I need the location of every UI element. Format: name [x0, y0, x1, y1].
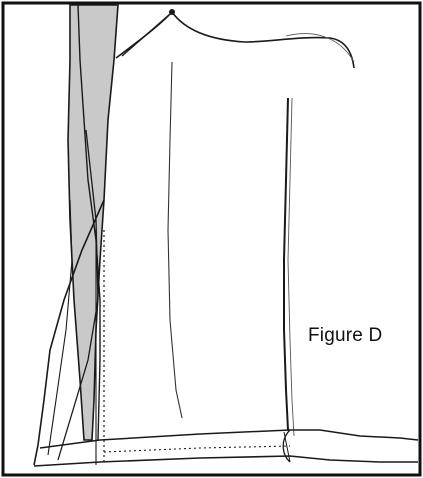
side-seam-line [284, 98, 288, 430]
pin-shaft [122, 14, 170, 56]
pin-head-icon [169, 9, 175, 15]
hem-topstitch [104, 446, 290, 452]
hem-top-fold [40, 430, 418, 448]
figure-caption: Figure D [308, 325, 382, 347]
inner-fold-left [168, 62, 182, 418]
hem-bottom-edge [34, 456, 418, 466]
side-seam-shadow [288, 98, 294, 436]
neckline-curve [116, 12, 354, 68]
hem-corner-fold [284, 432, 290, 462]
image-border [3, 3, 420, 475]
facing-outline [48, 200, 72, 455]
